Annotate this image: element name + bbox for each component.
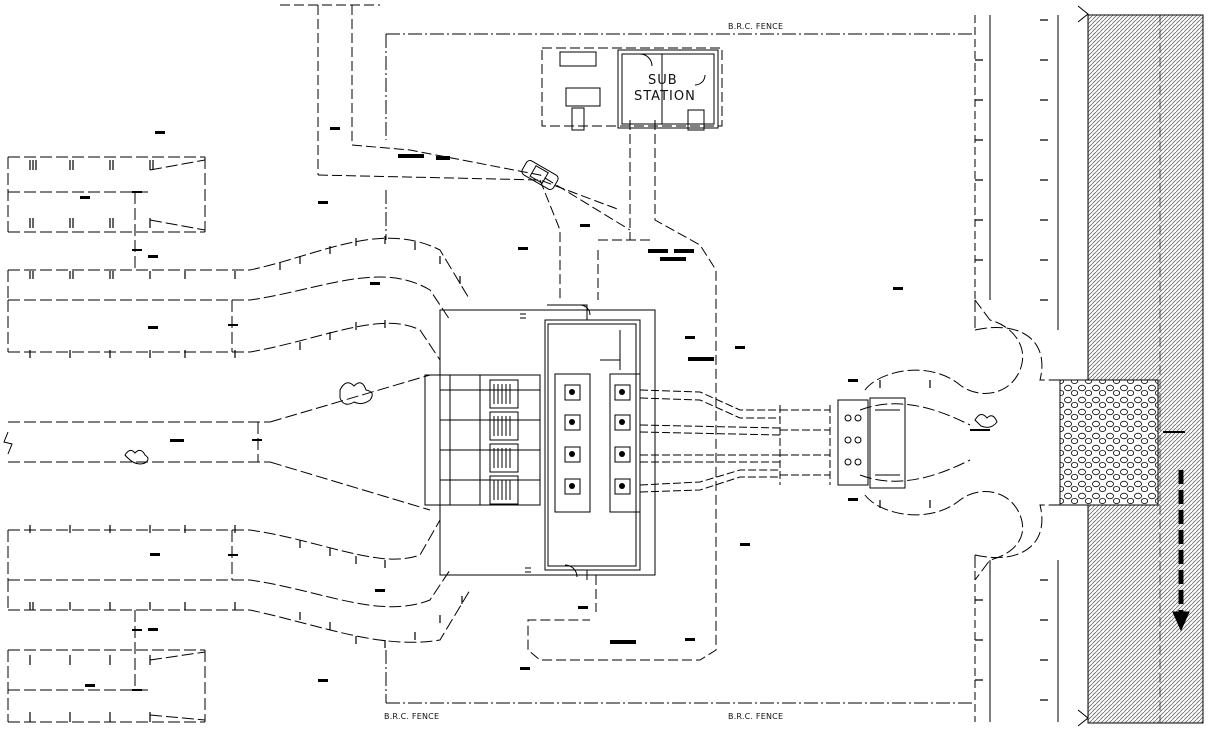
stone-pitching bbox=[1059, 379, 1159, 506]
right-road bbox=[974, 5, 1089, 727]
outfall-roads bbox=[859, 299, 1060, 581]
arrow-down-icon bbox=[1163, 431, 1190, 632]
hatched-strip bbox=[1087, 14, 1204, 724]
dimension-ticks bbox=[29, 19, 1048, 722]
access-lines bbox=[280, 4, 717, 661]
substation-label-line2: STATION bbox=[634, 89, 696, 104]
pipelines bbox=[639, 389, 831, 493]
outlet-structure bbox=[837, 397, 906, 489]
fence-label-top: B.R.C. FENCE bbox=[728, 22, 784, 31]
substation-compound bbox=[541, 47, 723, 131]
substation-label-line1: SUB bbox=[648, 73, 678, 88]
pump-units bbox=[569, 389, 625, 489]
left-channels bbox=[7, 156, 471, 723]
car-icon bbox=[521, 160, 559, 190]
channel-markers bbox=[132, 191, 990, 691]
brc-fence bbox=[385, 33, 975, 704]
stairs bbox=[493, 309, 531, 573]
fence-label-bottom-left: B.R.C. FENCE bbox=[384, 712, 440, 721]
break-symbol bbox=[3, 431, 13, 455]
fence-label-bottom-right: B.R.C. FENCE bbox=[728, 712, 784, 721]
tree-icon bbox=[124, 382, 998, 465]
pump-house bbox=[424, 304, 656, 580]
annotation-marks bbox=[80, 127, 903, 687]
